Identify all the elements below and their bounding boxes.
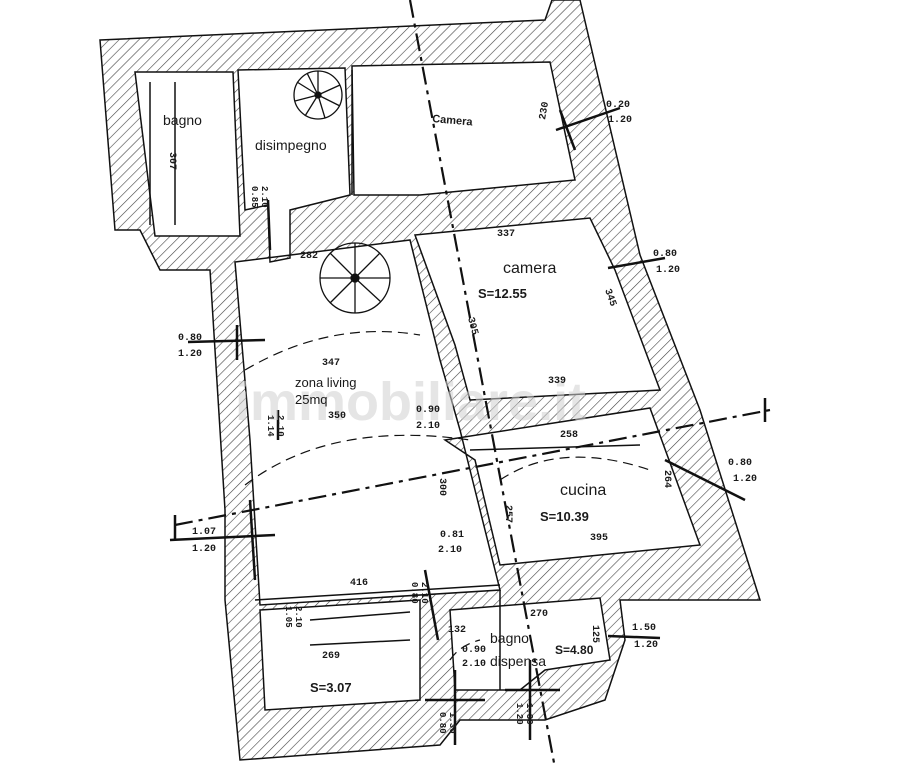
opening-markers <box>169 106 746 745</box>
door-bagno-w: 0.90 <box>462 645 486 656</box>
room-label-zona-living: zona living <box>295 375 356 390</box>
dim-347: 347 <box>322 358 340 369</box>
section-markers <box>173 398 767 540</box>
dim-258: 258 <box>560 430 578 441</box>
door-disimpegno-w: 0.85 <box>249 186 259 208</box>
room-labels: bagno disimpegno Camera camera S=12.55 z… <box>163 112 606 695</box>
opening-labels: 0.20 1.20 0.80 1.20 0.80 1.20 1.07 1.20 … <box>178 100 757 734</box>
spiral-stair-top <box>293 70 343 120</box>
dim-125: 125 <box>589 625 600 643</box>
door-mid-bottom-w: 0.80 <box>409 582 419 604</box>
room-label-zona-living-area: 25mq <box>295 392 328 407</box>
w-top-right-w: 0.20 <box>606 100 630 111</box>
door-living-h: 2.10 <box>275 415 285 437</box>
section-lines <box>174 0 771 768</box>
w-left-upper-h: 1.20 <box>178 349 202 360</box>
door-bl-w: 1.05 <box>283 606 293 628</box>
room-label-cucina: cucina <box>560 482 606 499</box>
walls <box>99 0 762 761</box>
door-bl-h: 2.10 <box>293 606 303 628</box>
dim-264: 264 <box>661 470 672 488</box>
dim-230: 230 <box>538 101 552 121</box>
spiral-stair-main <box>319 242 391 314</box>
watermark: immobiliare.it <box>235 372 586 432</box>
dim-416: 416 <box>350 578 368 589</box>
door-cucina-w: 0.81 <box>440 530 464 541</box>
dim-305: 305 <box>464 316 479 336</box>
w-bottom-a-w: 0.80 <box>437 712 447 734</box>
dim-345: 345 <box>601 288 617 309</box>
w-bottom-b-w: 1.20 <box>514 703 524 725</box>
room-area-camera: S=12.55 <box>478 286 527 301</box>
dim-300: 300 <box>436 478 447 496</box>
dim-282: 282 <box>300 251 318 262</box>
door-mid-bottom-h: 2.10 <box>419 582 429 604</box>
dim-269: 269 <box>322 651 340 662</box>
door-bagno-h: 2.10 <box>462 659 486 670</box>
room-area-dispensa: S=4.80 <box>555 643 594 657</box>
room-area-cucina: S=10.39 <box>540 509 589 524</box>
door-camera-w: 0.90 <box>416 405 440 416</box>
door-disimpegno-h: 2.10 <box>259 186 269 208</box>
w-camera-right-w: 0.80 <box>653 249 677 260</box>
dim-395: 395 <box>590 533 608 544</box>
dim-132: 132 <box>448 625 466 636</box>
door-arcs <box>244 330 651 661</box>
door-camera-h: 2.10 <box>416 421 440 432</box>
room-label-bagno-bottom: bagno <box>490 630 529 646</box>
room-area-bottom-left: S=3.07 <box>310 680 352 695</box>
w-cucina-right-h: 1.20 <box>733 474 757 485</box>
w-cucina-right-w: 0.80 <box>728 458 752 469</box>
dim-307: 307 <box>166 152 177 170</box>
dim-270: 270 <box>530 609 548 620</box>
door-cucina-h: 2.10 <box>438 545 462 556</box>
w-bottom-b-h: 1.30 <box>524 703 534 725</box>
room-label-disimpegno: disimpegno <box>255 137 327 153</box>
room-label-camera: camera <box>503 260 556 277</box>
w-top-right-h: 1.20 <box>608 115 632 126</box>
w-bottom-a-h: 1.30 <box>447 712 457 734</box>
room-label-dispensa: dispensa <box>490 653 546 669</box>
door-living-w: 1.14 <box>265 415 275 437</box>
w-dispensa-right-h: 1.20 <box>634 640 658 651</box>
partition-lines <box>149 70 641 690</box>
dim-257: 257 <box>502 505 513 523</box>
room-label-bagno-top: bagno <box>163 112 202 128</box>
w-left-upper-w: 0.80 <box>178 333 202 344</box>
dimension-labels: 307 230 337 282 345 339 305 347 350 258 … <box>166 101 672 662</box>
room-label-camera-top: Camera <box>432 113 474 129</box>
w-dispensa-right-w: 1.50 <box>632 623 656 634</box>
dim-337: 337 <box>497 229 515 240</box>
w-camera-right-h: 1.20 <box>656 265 680 276</box>
dim-339: 339 <box>548 376 566 387</box>
w-left-lower-w: 1.07 <box>192 527 216 538</box>
w-left-lower-h: 1.20 <box>192 544 216 555</box>
dim-350: 350 <box>328 411 346 422</box>
